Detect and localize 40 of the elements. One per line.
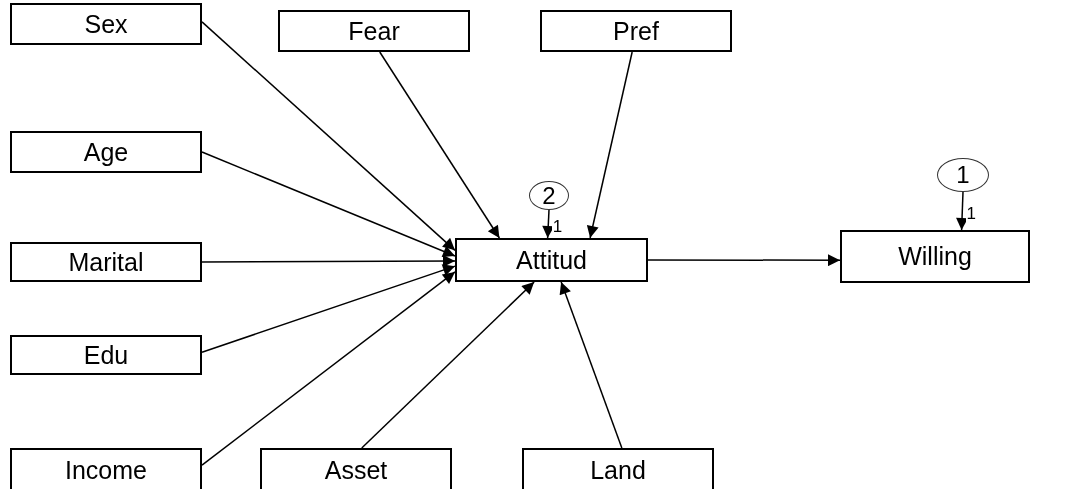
variable-box [278,10,470,52]
variable-box [522,448,714,489]
variable-box [540,10,732,52]
variable-name: Attitud [516,247,587,273]
arrow [361,281,535,449]
edge-label: 1 [551,218,564,235]
variable-box [10,448,202,489]
variable-name: Fear [348,18,400,44]
variable-name: Sex [84,11,128,37]
variable-box [10,242,202,282]
arrow [201,271,456,466]
variable-box [840,230,1030,283]
arrow [201,264,456,353]
variable-name: Willing [898,244,972,269]
variable-box [10,3,202,45]
variable-name: Land [590,458,646,483]
error-ellipse [529,181,569,210]
variable-name: Marital [68,249,144,275]
arrow [586,51,633,239]
variable-name: Asset [324,458,388,483]
arrow [201,151,456,258]
variable-name: Pref [613,18,659,44]
variable-box [10,131,202,173]
arrow [559,281,623,449]
arrow [647,254,841,267]
error-ellipse [937,158,989,192]
variable-name: 1 [956,163,970,187]
variable-box [455,238,648,282]
arrow [956,191,969,231]
variable-box [10,335,202,375]
arrow [201,254,456,267]
arrow [379,51,501,239]
arrow [542,209,555,239]
arrow [201,21,456,252]
variable-box [260,448,452,489]
variable-name: Edu [83,342,129,368]
edge-label: 1 [965,205,978,222]
variable-name: Age [83,139,129,165]
variable-name: 2 [542,183,556,208]
variable-name: Income [65,458,147,483]
